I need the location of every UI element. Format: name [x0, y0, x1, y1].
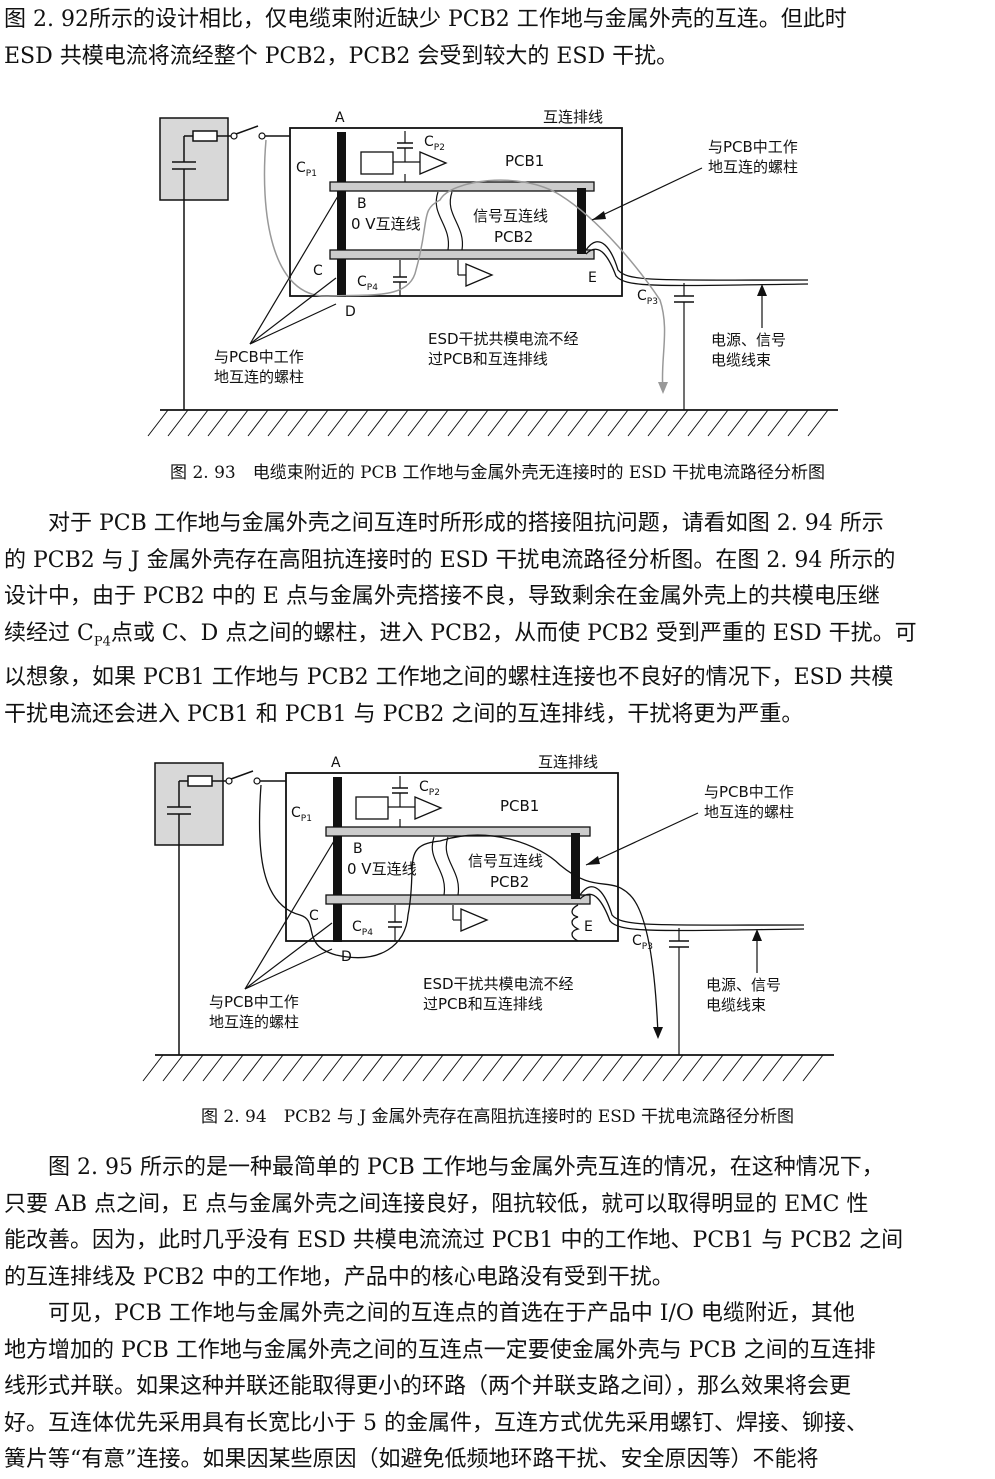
point-c-label: C: [309, 908, 319, 924]
cp4-label: CP4: [352, 919, 373, 938]
stud-note-left-line1: 与PCB中工作: [214, 348, 304, 366]
cable-note-line2: 电缆线束: [706, 996, 766, 1014]
pcb1-board: [329, 181, 595, 192]
cp2-label: CP2: [424, 134, 445, 153]
point-e-label: E: [588, 270, 597, 286]
pcb2-amplifier: [460, 908, 489, 932]
text-line: 图 2. 95 所示的是一种最简单的 PCB 工作地与金属外壳互连的情况，在这种…: [48, 1155, 884, 1180]
metal-enclosure: [285, 772, 619, 942]
cable-bundle: [579, 886, 805, 926]
cp4-label: CP4: [357, 274, 378, 293]
pcb2-board: [325, 894, 591, 905]
point-e-label: E: [584, 919, 593, 935]
text-line: 只要 AB 点之间，E 点与金属外壳之间连接良好，阻抗较低，就可以取得明显的 E…: [4, 1191, 869, 1217]
stud-note-top-line2: 地互连的螺柱: [708, 158, 798, 176]
esd-current-arrow: [658, 382, 668, 394]
esd-note-line1: ESD干扰共模电流不经: [423, 975, 574, 993]
point-a-label: A: [331, 755, 341, 771]
stud-note-top-line1: 与PCB中工作: [704, 783, 794, 801]
text-line: 设计中，由于 PCB2 中的 E 点与金属外壳搭接不良，导致剩余在金属外壳上的共…: [4, 584, 880, 609]
esd-current-arrow: [653, 1027, 663, 1039]
text-line: 图 2. 92所示的设计相比，仅电缆束附近缺少 PCB2 工作地与金属外壳的互连…: [4, 7, 847, 32]
stud-note-left-line1: 与PCB中工作: [209, 993, 299, 1011]
point-a-label: A: [335, 110, 345, 126]
pcb1-amplifier: [419, 151, 448, 175]
text-line: 的互连排线及 PCB2 中的工作地，产品中的核心电路没有受到干扰。: [4, 1264, 674, 1290]
zero-v-label: 0 V互连线: [351, 215, 421, 233]
text-line: 能改善。因为，此时几乎没有 ESD 共模电流流过 PCB1 中的工作地、PCB1…: [4, 1228, 904, 1253]
signal-wire-label: 信号互连线: [473, 207, 548, 225]
cable-note-line1: 电源、信号: [711, 331, 786, 349]
text-line: ESD 共模电流将流经整个 PCB2，PCB2 会受到较大的 ESD 干扰。: [4, 43, 679, 69]
cp3-label: CP3: [632, 933, 653, 952]
pcb1-label: PCB1: [505, 152, 544, 170]
high-impedance-inductor: [571, 904, 580, 942]
cable-note-line1: 电源、信号: [706, 976, 781, 994]
paragraph-4: 可见，PCB 工作地与金属外壳之间的互连点的首选在于产品中 I/O 电缆附近，其…: [4, 1296, 988, 1479]
resistor: [192, 130, 218, 142]
esd-current-path: [263, 139, 666, 391]
figure-2-94-caption: 图 2. 94 PCB2 与 J 金属外壳存在高阻抗连接时的 ESD 干扰电流路…: [201, 1107, 794, 1127]
figure-2-93-diagram: 互连排线 A B C D PCB1 PCB2 E 0 V互连线 信号互连线 CP…: [147, 108, 838, 437]
point-b-label: B: [353, 841, 363, 857]
cp1-label: CP1: [296, 160, 317, 179]
zero-v-wire: [435, 191, 450, 251]
text-line: 线形式并联。如果这种并联还能取得更小的环路（两个并联支路之间），那么效果将会更: [4, 1374, 852, 1399]
cable-note-line2: 电缆线束: [711, 351, 771, 369]
metal-enclosure: [289, 127, 623, 297]
text-line: 可见，PCB 工作地与金属外壳之间的互连点的首选在于产品中 I/O 电缆附近，其…: [48, 1301, 855, 1326]
point-d-label: D: [345, 304, 356, 320]
ribbon-cable-label: 互连排线: [543, 108, 603, 126]
ribbon-cable-label: 互连排线: [538, 753, 598, 771]
cp1-label: CP1: [291, 805, 312, 824]
text-line: 地方增加的 PCB 工作地与金属外壳之间的互连点一定要使金属外壳与 PCB 之间…: [4, 1337, 876, 1363]
pcb1-amplifier: [414, 796, 443, 820]
text-line: 续经过 CP4点或 C、D 点之间的螺柱，进入 PCB2，从而使 PCB2 受到…: [4, 620, 917, 649]
intro-paragraph: 图 2. 92所示的设计相比，仅电缆束附近缺少 PCB2 工作地与金属外壳的互连…: [4, 2, 988, 75]
stud-pcb1-pcb2: [571, 833, 580, 899]
text-line: 对于 PCB 工作地与金属外壳之间互连时所形成的搭接阻抗问题，请看如图 2. 9…: [48, 511, 884, 536]
figure-2-94-diagram: 互连排线 A B C D PCB1 PCB2 E 0 V互连线 信号互连线 CP…: [142, 753, 834, 1082]
point-c-label: C: [313, 263, 323, 279]
cp3-label: CP3: [637, 288, 658, 307]
ground-hatch: [147, 409, 829, 437]
zero-v-label: 0 V互连线: [347, 860, 417, 878]
stud-a-d: [337, 132, 346, 297]
stud-pcb1-pcb2: [577, 188, 586, 254]
figure-2-93-caption: 图 2. 93 电缆束附近的 PCB 工作地与金属外壳无连接时的 ESD 干扰电…: [170, 463, 825, 483]
esd-note-line2: 过PCB和互连排线: [428, 350, 548, 368]
esd-current-path: [258, 784, 659, 1036]
paragraph-2: 对于 PCB 工作地与金属外壳之间互连时所形成的搭接阻抗问题，请看如图 2. 9…: [4, 506, 988, 733]
cp2-label: CP2: [419, 779, 440, 798]
stud-a-d: [333, 777, 342, 942]
text-line: 干扰电流还会进入 PCB1 和 PCB1 与 PCB2 之间的互连排线，干扰将更…: [4, 701, 804, 727]
esd-note-line1: ESD干扰共模电流不经: [428, 330, 579, 348]
pcb1-board: [325, 826, 591, 837]
stud-note-left-line2: 地互连的螺柱: [214, 368, 304, 386]
pcb2-label: PCB2: [490, 873, 529, 891]
stud-note-left-line2: 地互连的螺柱: [209, 1013, 299, 1031]
pcb2-label: PCB2: [494, 228, 533, 246]
pcb1-component-box: [360, 151, 394, 175]
signal-wire-label: 信号互连线: [468, 852, 543, 870]
text-line: 簧片等“有意”连接。如果因某些原因（如避免低频地环路干扰、安全原因等）不能将: [4, 1447, 819, 1472]
stud-note-top-line2: 地互连的螺柱: [704, 803, 794, 821]
pcb2-board: [329, 249, 595, 260]
stud-note-top-line1: 与PCB中工作: [708, 138, 798, 156]
ground-hatch: [142, 1054, 824, 1082]
cable-bundle: [585, 241, 809, 281]
text-line: 的 PCB2 与 J 金属外壳存在高阻抗连接时的 ESD 干扰电流路径分析图。在…: [4, 547, 896, 573]
text-line: 好。互连体优先采用具有长宽比小于 5 的金属件，互连方式优先采用螺钉、焊接、铆接…: [4, 1410, 868, 1436]
zero-v-wire: [431, 836, 446, 896]
pcb1-label: PCB1: [500, 797, 539, 815]
pcb1-component-box: [355, 796, 389, 820]
esd-note-line2: 过PCB和互连排线: [423, 995, 543, 1013]
text-line: 以想象，如果 PCB1 工作地与 PCB2 工作地之间的螺柱连接也不良好的情况下…: [4, 665, 894, 691]
paragraph-3: 图 2. 95 所示的是一种最简单的 PCB 工作地与金属外壳互连的情况，在这种…: [4, 1150, 988, 1296]
pcb2-amplifier: [465, 263, 494, 287]
resistor: [187, 775, 213, 787]
point-b-label: B: [357, 196, 367, 212]
